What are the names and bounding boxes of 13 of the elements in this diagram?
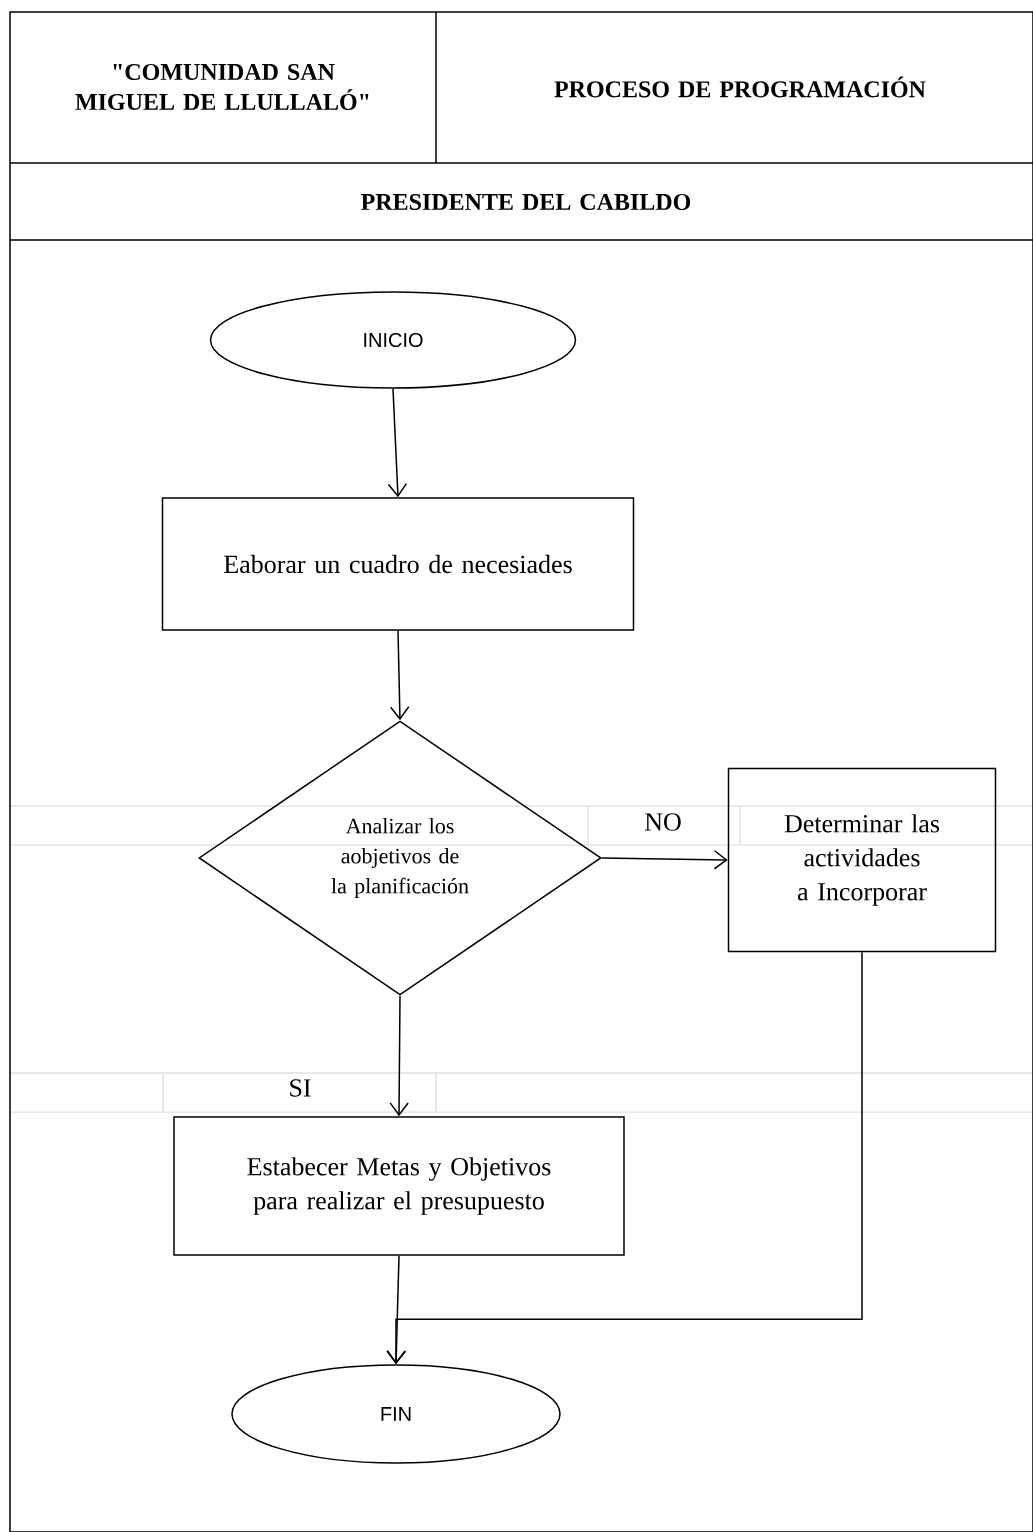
- arrow: [389, 630, 410, 721]
- arrow: [389, 995, 409, 1117]
- arrow: [386, 951, 863, 1365]
- process-box: Estabecer Metas y Objetivos para realizar el presupuesto: [173, 1116, 625, 1256]
- header-cell: "COMUNIDAD SAN MIGUEL DE LLULLALÓ": [75, 63, 369, 111]
- edge-label: NO: [643, 812, 683, 832]
- header-cell: PROCESO DE PROGRAMACIÓN: [554, 76, 926, 98]
- arrow: [601, 850, 728, 870]
- process-box: Determinar las actividades a Incorporar: [727, 767, 997, 953]
- arrow: [387, 388, 408, 498]
- header-cell: PRESIDENTE DEL CABILDO: [361, 193, 691, 211]
- edge-label: SI: [287, 1078, 313, 1098]
- process-box: Eaborar un cuadro de necesiades: [161, 497, 635, 631]
